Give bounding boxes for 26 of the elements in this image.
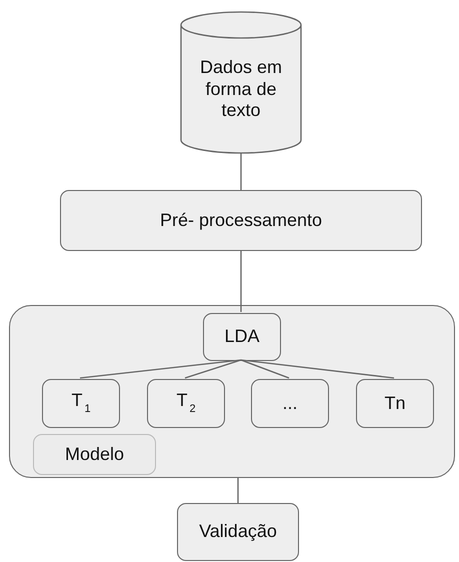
node-label: Pré- processamento <box>158 210 324 232</box>
process-box <box>251 379 329 428</box>
connector-line <box>184 359 242 379</box>
connector-line <box>240 153 242 190</box>
node-label: Validação <box>198 521 278 543</box>
process-box <box>356 379 434 428</box>
node-label: Dados em forma de texto <box>198 57 284 122</box>
process-box <box>177 503 299 561</box>
node-label: T$_{2}$ <box>175 390 197 417</box>
model-label-box <box>33 434 156 475</box>
node-label: Tn <box>383 392 406 414</box>
connector-line <box>237 478 239 503</box>
connector-line <box>240 359 290 379</box>
database-cylinder <box>180 12 302 153</box>
node-label: ... <box>281 392 298 414</box>
connector-line <box>240 359 394 379</box>
process-box <box>203 313 281 361</box>
group-panel <box>9 305 455 478</box>
connector-line <box>80 359 242 379</box>
node-label: Modelo <box>64 444 126 466</box>
process-box <box>60 190 422 251</box>
process-box <box>42 379 120 428</box>
node-label: LDA <box>223 326 260 348</box>
node-label: T$_{1}$ <box>70 390 92 417</box>
process-box <box>147 379 225 428</box>
connector-line <box>240 251 242 312</box>
